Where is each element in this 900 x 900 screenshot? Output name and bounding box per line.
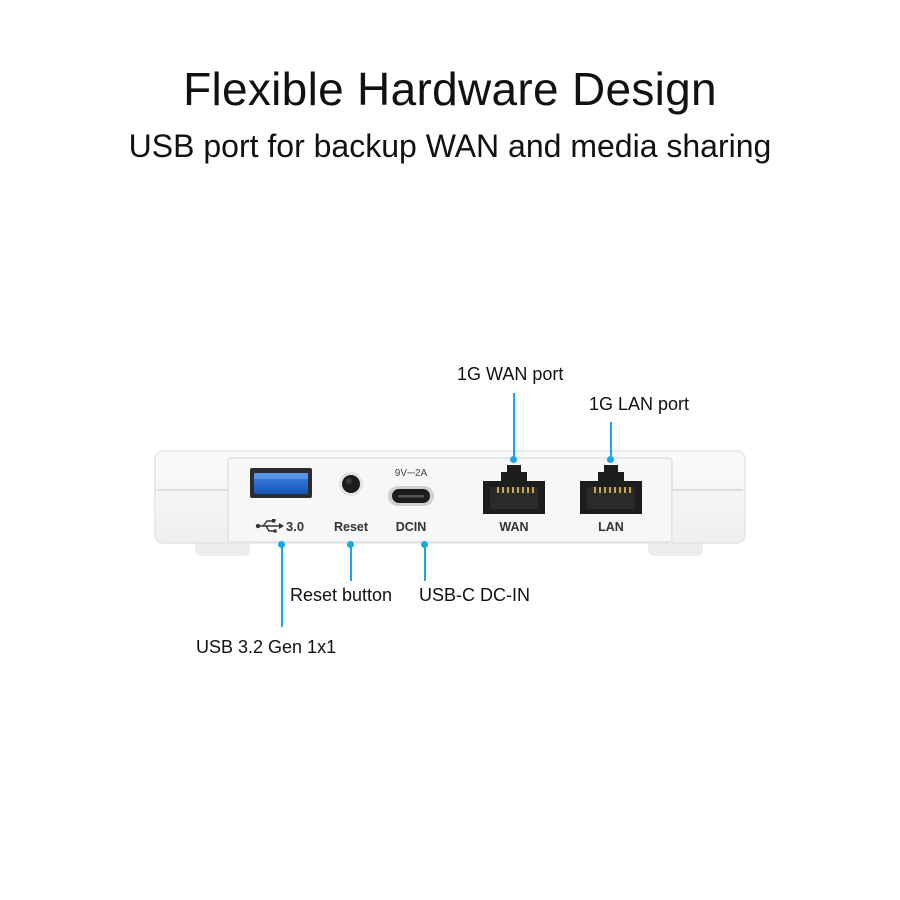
dcin-label: DCIN	[396, 520, 427, 534]
wan-leader-dot	[510, 456, 517, 463]
lan-label: LAN	[598, 520, 624, 534]
wan-rj45-port	[483, 465, 545, 514]
usb-c-port	[388, 486, 434, 506]
port-panel	[227, 457, 673, 543]
page-subtitle: USB port for backup WAN and media sharin…	[128, 128, 772, 164]
lan-rj45-port	[580, 465, 642, 514]
usb-icon	[255, 519, 284, 533]
usb-leader-line	[281, 545, 283, 627]
reset-label: Reset	[334, 520, 369, 534]
power-rating-label: 9V⎓2A	[395, 468, 428, 479]
reset-leader-dot	[347, 541, 354, 548]
lan-leader-dot	[607, 456, 614, 463]
usb-leader-dot	[278, 541, 285, 548]
callout-lan-port: 1G LAN port	[589, 394, 690, 414]
reset-leader-line	[350, 545, 352, 581]
usb-label: 3.0	[286, 519, 304, 534]
dcin-leader-dot	[421, 541, 428, 548]
page-title: Flexible Hardware Design	[183, 63, 717, 115]
dcin-leader-line	[424, 545, 426, 581]
wan-leader-line	[513, 393, 515, 460]
callout-reset-button: Reset button	[290, 585, 393, 605]
reset-pinhole	[339, 472, 363, 496]
callout-usbc-dcin: USB-C DC-IN	[419, 585, 530, 605]
callout-usb-port: USB 3.2 Gen 1x1	[196, 637, 337, 657]
lan-leader-line	[610, 422, 612, 460]
usb-a-port	[250, 468, 312, 498]
callout-wan-port: 1G WAN port	[457, 364, 564, 384]
wan-label: WAN	[499, 520, 528, 534]
